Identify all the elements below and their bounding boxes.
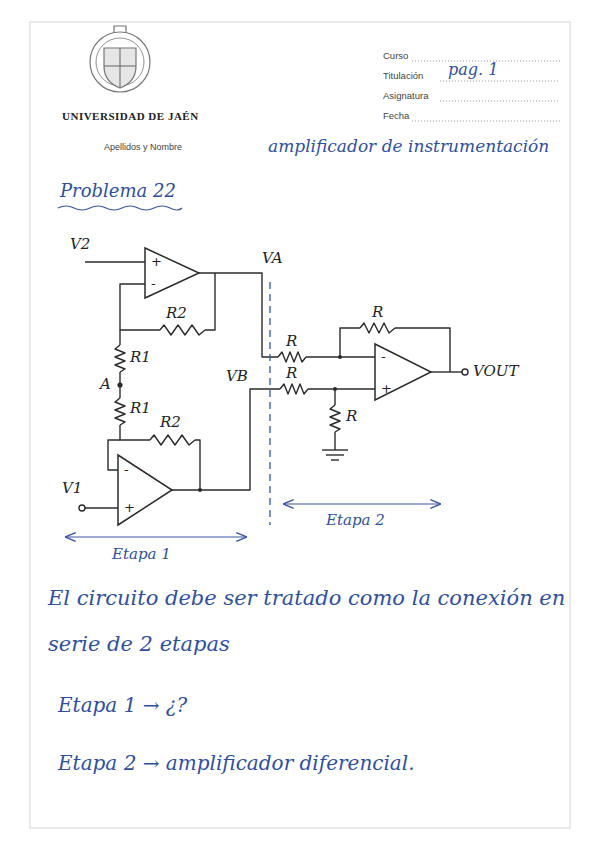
page-title: Problema 22	[60, 180, 176, 202]
form-line	[412, 121, 560, 122]
note-text: Etapa 1 → ¿?	[58, 694, 187, 717]
op-amp-triangle	[145, 248, 199, 298]
form-line	[440, 81, 560, 82]
junction-dots	[117, 355, 342, 492]
op-amp-triangle	[375, 344, 431, 400]
ground-symbol	[326, 454, 344, 455]
component-label: R2	[160, 414, 181, 431]
op-amp: -+	[118, 455, 172, 525]
component-label: R	[346, 408, 357, 425]
ground-symbol	[331, 459, 339, 460]
resistor-symbol	[115, 345, 125, 372]
topic-note: amplificador de instrumentación	[268, 136, 549, 156]
junction-dot	[198, 488, 202, 492]
form-field: Curso	[383, 50, 408, 61]
page-border	[30, 22, 570, 828]
node-name: A	[100, 376, 111, 393]
component-label: R	[286, 365, 297, 382]
wire	[308, 388, 375, 389]
university-name: UNIVERSIDAD DE JAÉN	[62, 110, 199, 123]
resistor-symbol	[115, 398, 125, 425]
input-sign: -	[124, 463, 129, 477]
input-sign: -	[151, 277, 156, 291]
form-field: Titulación	[383, 70, 423, 81]
crest-divider	[119, 48, 120, 88]
input-sign: +	[124, 501, 135, 515]
wire	[334, 389, 335, 405]
wire	[340, 328, 360, 357]
component-label: R1	[130, 400, 151, 417]
wire	[120, 425, 150, 440]
op-amp: +-	[145, 248, 199, 298]
stage-arrow	[284, 503, 440, 504]
title-underline	[58, 206, 182, 210]
input-sign: +	[381, 382, 392, 396]
stage-label: Etapa 2	[326, 512, 385, 529]
junction-dot	[338, 355, 342, 359]
input-terminal	[79, 505, 85, 511]
university-crest	[90, 26, 150, 92]
signal-name: V2	[70, 236, 90, 253]
wire	[195, 440, 200, 490]
crest-ring	[90, 32, 150, 92]
input-sign: -	[381, 350, 386, 364]
ground-symbol	[322, 449, 348, 450]
component-label: R2	[166, 305, 187, 322]
note-text: El circuito debe ser tratado como la con…	[48, 575, 568, 667]
wire	[431, 371, 462, 372]
input-sign: +	[151, 255, 162, 269]
component-label: R	[286, 333, 297, 350]
signal-name: VB	[226, 368, 248, 385]
output-terminal	[462, 369, 468, 375]
wire	[85, 507, 118, 508]
crest-crown	[114, 26, 126, 32]
note-text: Etapa 2 → amplificador diferencial.	[58, 752, 415, 775]
resistor-symbol	[280, 384, 308, 394]
junction-dot	[333, 387, 337, 391]
form-field: Apellidos y Nombre	[104, 142, 182, 152]
resistor-symbol	[360, 323, 395, 333]
crest-divider	[104, 65, 136, 66]
wire	[334, 432, 335, 450]
signal-name: VOUT	[473, 363, 519, 380]
wire	[85, 261, 145, 262]
form-line	[440, 101, 560, 102]
op-amp-triangle	[118, 455, 172, 525]
wire	[172, 389, 280, 490]
resistor-symbol	[278, 352, 306, 362]
page-number: pag. 1	[448, 61, 498, 79]
form-field: Asignatura	[383, 90, 428, 101]
resistor-symbol	[330, 405, 340, 432]
stage-arrow	[66, 536, 246, 537]
wire	[119, 330, 120, 345]
signal-name: VA	[262, 250, 283, 267]
crest-shield	[104, 48, 136, 88]
stage-divider	[269, 282, 270, 525]
stage-label: Etapa 1	[112, 546, 171, 563]
resistor-symbol	[150, 435, 195, 445]
wire	[199, 273, 278, 357]
form-lines	[412, 61, 560, 121]
resistor-symbol	[160, 325, 205, 335]
form-field: Fecha	[383, 110, 409, 121]
component-label: R1	[130, 349, 151, 366]
signal-name: V1	[62, 480, 82, 497]
wire	[205, 273, 215, 330]
junction-dot	[117, 382, 122, 387]
op-amp: -+	[375, 344, 431, 400]
component-label: R	[372, 304, 383, 321]
